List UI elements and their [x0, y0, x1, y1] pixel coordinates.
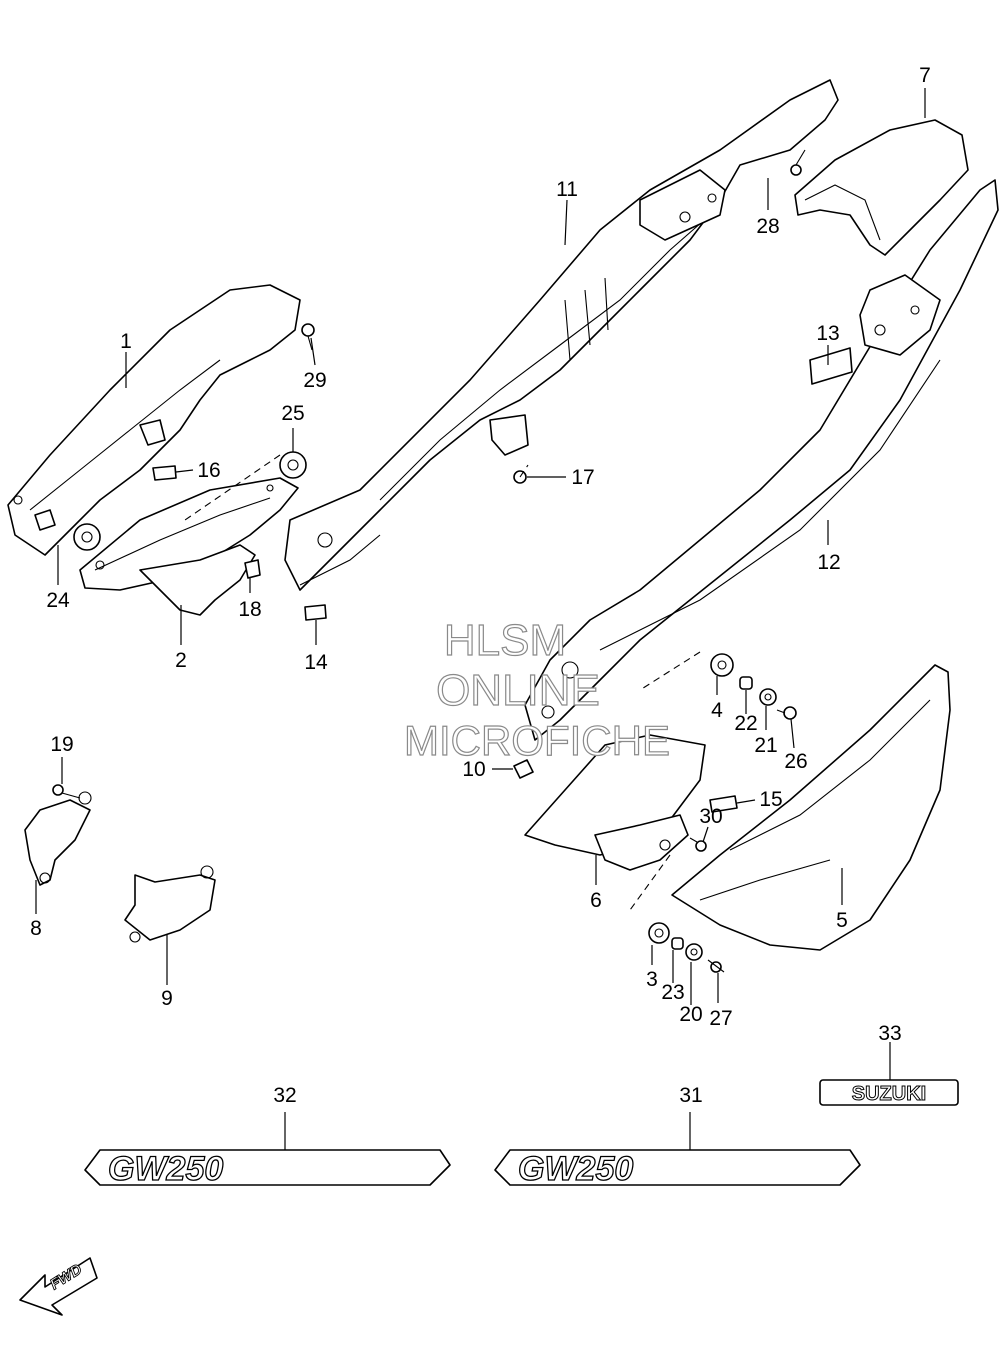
- callout-8: 8: [30, 917, 42, 940]
- callout-2: 2: [175, 649, 187, 672]
- part-7-rear-cover: [794, 119, 969, 256]
- part-3-grommet: [648, 922, 670, 944]
- part-5-lower-cover: [671, 664, 951, 951]
- callout-numbers: 1 2 3 4 5 6 7 8 9 10 11 12 13 14 15 16 1…: [30, 64, 931, 1107]
- part-11-frame-cover-left: [284, 79, 839, 591]
- callout-21: 21: [754, 734, 777, 757]
- callout-4: 4: [711, 699, 723, 722]
- watermark-line1: HLSM: [444, 616, 566, 665]
- part-18-nut: [244, 559, 261, 579]
- callout-25: 25: [281, 402, 304, 425]
- part-24-grommet: [73, 523, 101, 551]
- callout-5: 5: [836, 909, 848, 932]
- gw250-left-text: GW250: [108, 1150, 223, 1188]
- part-29-screw: [301, 323, 315, 337]
- part-6-bracket-panel: [524, 734, 706, 871]
- part-13-clip: [809, 347, 853, 385]
- callout-23: 23: [661, 981, 684, 1004]
- emblem-gw250-left: GW250: [84, 1149, 451, 1189]
- leader-lines: [35, 88, 926, 1150]
- callout-10: 10: [462, 758, 485, 781]
- callout-15: 15: [759, 788, 782, 811]
- part-14-clip: [304, 604, 327, 621]
- watermark: HLSM ONLINE MICROFICHE: [403, 615, 670, 764]
- callout-19: 19: [50, 733, 73, 756]
- callout-7: 7: [919, 64, 931, 87]
- callout-26: 26: [784, 750, 807, 773]
- callout-31: 31: [679, 1084, 702, 1107]
- part-9-bracket: [124, 865, 216, 943]
- part-19-bolt: [52, 784, 64, 796]
- gw250-right-text: GW250: [518, 1150, 633, 1188]
- callout-30: 30: [699, 805, 722, 828]
- callout-29: 29: [303, 369, 326, 392]
- emblem-suzuki: SUZUKI: [819, 1079, 959, 1106]
- part-22-collar: [739, 676, 753, 690]
- callout-13: 13: [816, 322, 839, 345]
- callout-28: 28: [756, 215, 779, 238]
- callout-14: 14: [304, 651, 328, 674]
- hardware: [52, 149, 853, 973]
- callout-3: 3: [646, 968, 658, 991]
- callout-16: 16: [197, 459, 220, 482]
- callout-18: 18: [238, 598, 261, 621]
- assembly-lines: [184, 454, 701, 911]
- part-16-clip: [152, 465, 177, 481]
- part-1-side-cover: [7, 284, 301, 556]
- callout-6: 6: [590, 889, 602, 912]
- callout-17: 17: [571, 466, 594, 489]
- callout-11: 11: [556, 178, 578, 201]
- callout-32: 32: [273, 1084, 296, 1107]
- part-26-bolt: [783, 706, 797, 720]
- fwd-arrow-icon: FWD: [19, 1257, 98, 1316]
- part-21-washer: [759, 688, 777, 706]
- emblem-gw250-right: GW250: [494, 1149, 861, 1189]
- watermark-line3: MICROFICHE: [404, 717, 670, 764]
- part-12-frame-cover-right: [524, 179, 999, 741]
- callout-24: 24: [46, 589, 70, 612]
- callout-9: 9: [161, 987, 173, 1010]
- part-28-screw: [790, 164, 802, 176]
- watermark-line2: ONLINE: [436, 666, 600, 715]
- part-20-washer: [685, 943, 703, 961]
- part-10-nut: [513, 759, 534, 779]
- part-2-side-panel: [79, 477, 299, 616]
- part-30-screw: [695, 840, 707, 852]
- part-4-grommet: [710, 653, 734, 677]
- callout-1: 1: [120, 330, 132, 353]
- callout-33: 33: [878, 1022, 901, 1045]
- part-15-clip: [709, 795, 738, 813]
- callout-27: 27: [709, 1007, 732, 1030]
- callout-20: 20: [679, 1003, 702, 1026]
- part-8-bracket: [24, 791, 92, 886]
- callout-12: 12: [817, 551, 840, 574]
- part-23-collar: [671, 937, 684, 950]
- part-25-grommet: [279, 451, 307, 479]
- suzuki-text: SUZUKI: [852, 1083, 926, 1105]
- callout-22: 22: [734, 712, 757, 735]
